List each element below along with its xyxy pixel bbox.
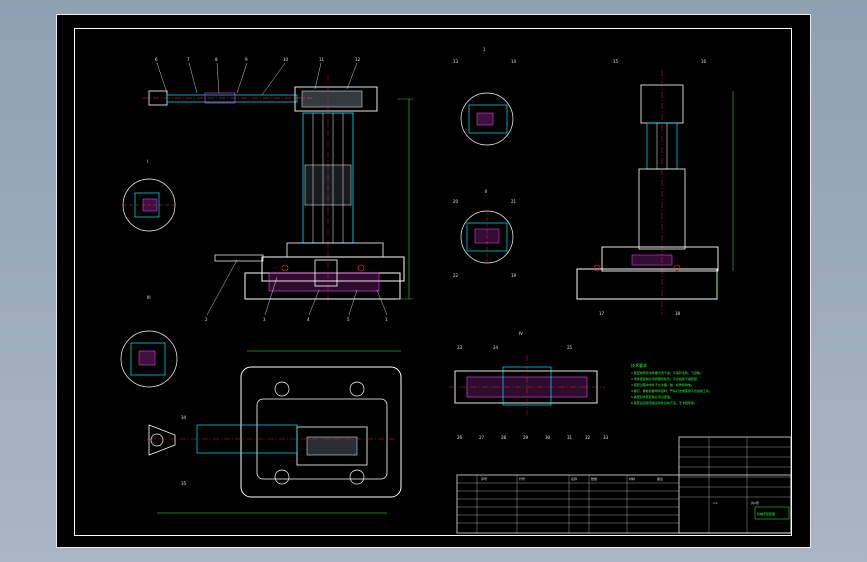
callout: 3 xyxy=(263,317,266,322)
note-line: 5.各密封件装配前必须浸透油。 xyxy=(631,394,673,399)
callout: 31 xyxy=(567,435,573,440)
callout: 8 xyxy=(215,57,218,62)
callout: 17 xyxy=(599,311,605,316)
callout: 15 xyxy=(613,59,619,64)
callout: 19 xyxy=(511,273,517,278)
view-markers: 1 I II III IV xyxy=(147,47,523,336)
title-block-header: 代号 xyxy=(519,476,525,481)
assembly-drawing: 技术要求 1.装配前所有零件要清洗干净，不得有毛刺、飞边等。 2.零件装配前必须… xyxy=(120,47,792,534)
note-line: 3.装配过程中零件不允许磕、碰、划伤和锈蚀。 xyxy=(631,382,694,387)
callout: 27 xyxy=(479,435,485,440)
title-block-header: 备注 xyxy=(657,476,663,481)
notes-title: 技术要求 xyxy=(631,362,647,368)
view-marker: I xyxy=(147,159,148,164)
drawing-border xyxy=(74,28,792,536)
callout: 6 xyxy=(155,57,158,62)
view-marker: IV xyxy=(519,331,523,336)
view-marker: 1 xyxy=(483,47,486,52)
bottom-section-view xyxy=(449,355,605,415)
detail-callouts: 13 14 20 21 22 19 xyxy=(453,59,517,278)
callout: 10 xyxy=(283,57,289,62)
note-line: 2.零件装配前必须按图纸检查，不合格者不得装配。 xyxy=(631,376,700,381)
sheet-count: 共1张 xyxy=(751,500,759,505)
title-block-header: 材料 xyxy=(629,476,635,481)
callout: 24 xyxy=(493,345,499,350)
side-view xyxy=(576,70,734,315)
callout: 33 xyxy=(603,435,609,440)
detail-view-middle xyxy=(460,210,514,265)
front-view-callouts: 6 7 8 9 10 11 12 2 3 4 5 1 xyxy=(155,57,388,322)
title-block: 序号 代号 名称 数量 材料 备注 机械手装配图 1:1 共1张 xyxy=(456,436,792,534)
plan-view xyxy=(147,350,402,514)
drawing-sheet: 技术要求 1.装配前所有零件要清洗干净，不得有毛刺、飞边等。 2.零件装配前必须… xyxy=(56,14,811,548)
callout: 16 xyxy=(701,59,707,64)
detail-view-lower-left xyxy=(120,330,178,388)
callout: 14 xyxy=(511,59,517,64)
callout: 9 xyxy=(245,57,248,62)
detail-view-left xyxy=(122,178,176,232)
view-marker: III xyxy=(147,295,151,300)
title-block-header: 数量 xyxy=(591,476,597,481)
callout: 22 xyxy=(453,273,459,278)
detail-view-top-middle xyxy=(460,92,514,146)
callout: 13 xyxy=(453,59,459,64)
side-view-callouts: 15 16 17 18 xyxy=(599,59,707,316)
bottom-section-callouts: 23 24 25 26 27 28 29 30 31 32 33 xyxy=(457,345,609,440)
technical-notes: 技术要求 1.装配前所有零件要清洗干净，不得有毛刺、飞边等。 2.零件装配前必须… xyxy=(631,362,712,405)
callout: 25 xyxy=(567,345,573,350)
callout: 32 xyxy=(585,435,591,440)
note-line: 1.装配前所有零件要清洗干净，不得有毛刺、飞边等。 xyxy=(631,370,703,375)
callout: 29 xyxy=(523,435,529,440)
callout: 26 xyxy=(457,435,463,440)
callout: 1 xyxy=(385,317,388,322)
callout: 4 xyxy=(307,317,310,322)
callout: 30 xyxy=(545,435,551,440)
title-block-header: 序号 xyxy=(481,476,487,481)
callout: 21 xyxy=(511,199,517,204)
callout: 2 xyxy=(205,317,208,322)
front-view xyxy=(142,62,413,316)
callout: 12 xyxy=(355,57,361,62)
note-line: 4.螺钉、螺栓和螺母紧固时，严禁打击或使用不合适的工具。 xyxy=(631,388,712,393)
callout: 5 xyxy=(347,317,350,322)
callout: 35 xyxy=(181,481,187,486)
callout: 11 xyxy=(319,57,325,62)
callout: 34 xyxy=(181,415,187,420)
drawing-name: 机械手装配图 xyxy=(757,511,775,516)
scale-value: 1:1 xyxy=(713,501,718,505)
plan-view-callouts: 34 35 xyxy=(181,415,187,486)
callout: 20 xyxy=(453,199,459,204)
callout: 18 xyxy=(675,311,681,316)
callout: 28 xyxy=(501,435,507,440)
title-block-header: 名称 xyxy=(571,476,577,481)
note-line: 6.装配后应检查各运动件运动灵活，无卡阻现象。 xyxy=(631,400,697,405)
callout: 23 xyxy=(457,345,463,350)
callout: 7 xyxy=(187,57,190,62)
view-marker: II xyxy=(485,189,487,194)
